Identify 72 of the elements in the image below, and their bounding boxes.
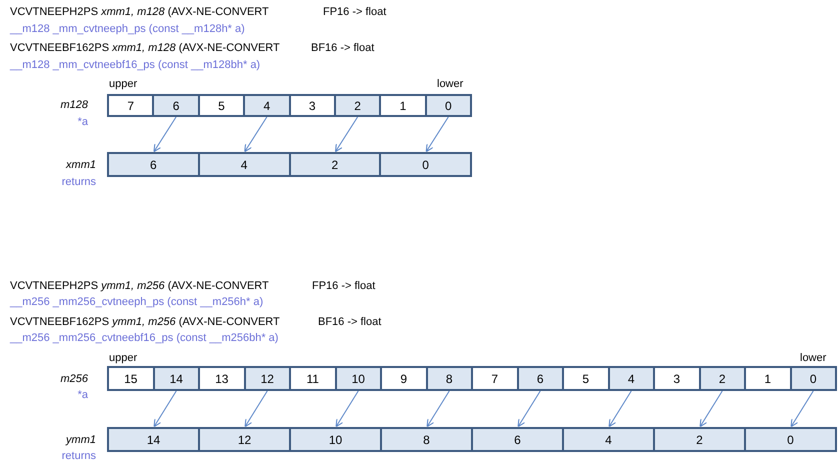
register-cell: 9 (380, 366, 428, 391)
register-cell: 2 (653, 427, 746, 452)
register-cell: 5 (562, 366, 610, 391)
register-cell: 12 (198, 427, 291, 452)
register-cell: 6 (471, 427, 564, 452)
operand-label: m256 (60, 372, 88, 386)
register-cell: 8 (380, 427, 473, 452)
register-cell: 4 (608, 366, 655, 391)
register-cell: 4 (243, 94, 290, 117)
register-cell: 10 (334, 366, 382, 391)
register-cell: 0 (744, 427, 837, 452)
arrow (700, 390, 723, 428)
intrinsic-text: __m256 _mm256_cvtneeph_ps (const __m256h* a) (10, 295, 264, 309)
operand-label: m128 (60, 98, 88, 112)
conversion-text: BF16 -> float (318, 315, 382, 329)
conversion-text: BF16 -> float (311, 41, 374, 55)
register-cell: 4 (198, 152, 290, 177)
register-cell: 13 (198, 366, 246, 391)
arrow (334, 116, 358, 152)
register-cell: 5 (198, 94, 246, 117)
operand-label: ymm1 (66, 433, 96, 447)
register-cell: 0 (424, 94, 472, 117)
conversion-text: FP16 -> float (323, 5, 386, 19)
return-label: returns (62, 175, 96, 189)
register-cell: 6 (107, 152, 200, 177)
return-label: returns (62, 449, 96, 463)
register-cell: 14 (107, 427, 200, 452)
arrow (153, 116, 177, 152)
register-cell: 11 (289, 366, 336, 391)
instruction-text: VCVTNEEBF162PS xmm1, m128 (AVX-NE-CONVERT (10, 41, 280, 55)
arrow (790, 390, 814, 428)
register-cell: 4 (562, 427, 655, 452)
register-cell: 7 (107, 94, 154, 117)
arrow (608, 390, 632, 428)
lower-label: lower (800, 351, 826, 365)
register-cell: 7 (471, 366, 518, 391)
register-cell: 1 (379, 94, 427, 117)
register-cell: 8 (426, 366, 473, 391)
instruction-text: VCVTNEEPH2PS ymm1, m256 (AVX-NE-CONVERT (10, 279, 269, 293)
intrinsic-text: __m256 _mm256_cvtneebf16_ps (const __m256bh* a) (10, 331, 278, 345)
upper-label: upper (109, 77, 138, 91)
arrow (426, 390, 450, 428)
intrinsic-text: __m128 _mm_cvtneeph_ps (const __m128h* a) (10, 22, 245, 36)
register-cell: 6 (516, 366, 564, 391)
lower-label: lower (437, 77, 464, 91)
register-cell: 2 (698, 366, 746, 391)
arrow (244, 116, 268, 152)
arrow (154, 390, 177, 428)
instruction-text: VCVTNEEBF162PS ymm1, m256 (AVX-NE-CONVERT (10, 315, 280, 329)
intrinsic-text: __m128 _mm_cvtneebf16_ps (const __m128bh* a) (10, 58, 260, 72)
register-cell: 3 (653, 366, 700, 391)
register-cell: 0 (379, 152, 472, 177)
register-cell: 0 (790, 366, 837, 391)
arrow (244, 390, 268, 428)
parameter-label: *a (78, 115, 88, 129)
operand-label: xmm1 (66, 158, 96, 172)
upper-label: upper (109, 351, 138, 365)
register-cell: 2 (334, 94, 382, 117)
conversion-text: FP16 -> float (312, 279, 376, 293)
register-cell: 3 (288, 94, 336, 117)
arrow (336, 390, 359, 428)
register-cell: 1 (744, 366, 792, 391)
register-cell: 6 (152, 94, 200, 117)
parameter-label: *a (78, 388, 88, 402)
register-cell: 15 (107, 366, 154, 391)
register-cell: 12 (244, 366, 291, 391)
register-cell: 14 (152, 366, 200, 391)
arrow (518, 390, 541, 428)
instruction-text: VCVTNEEPH2PS xmm1, m128 (AVX-NE-CONVERT (10, 5, 269, 19)
arrow (426, 116, 449, 152)
register-cell: 10 (289, 427, 382, 452)
register-cell: 2 (288, 152, 382, 177)
